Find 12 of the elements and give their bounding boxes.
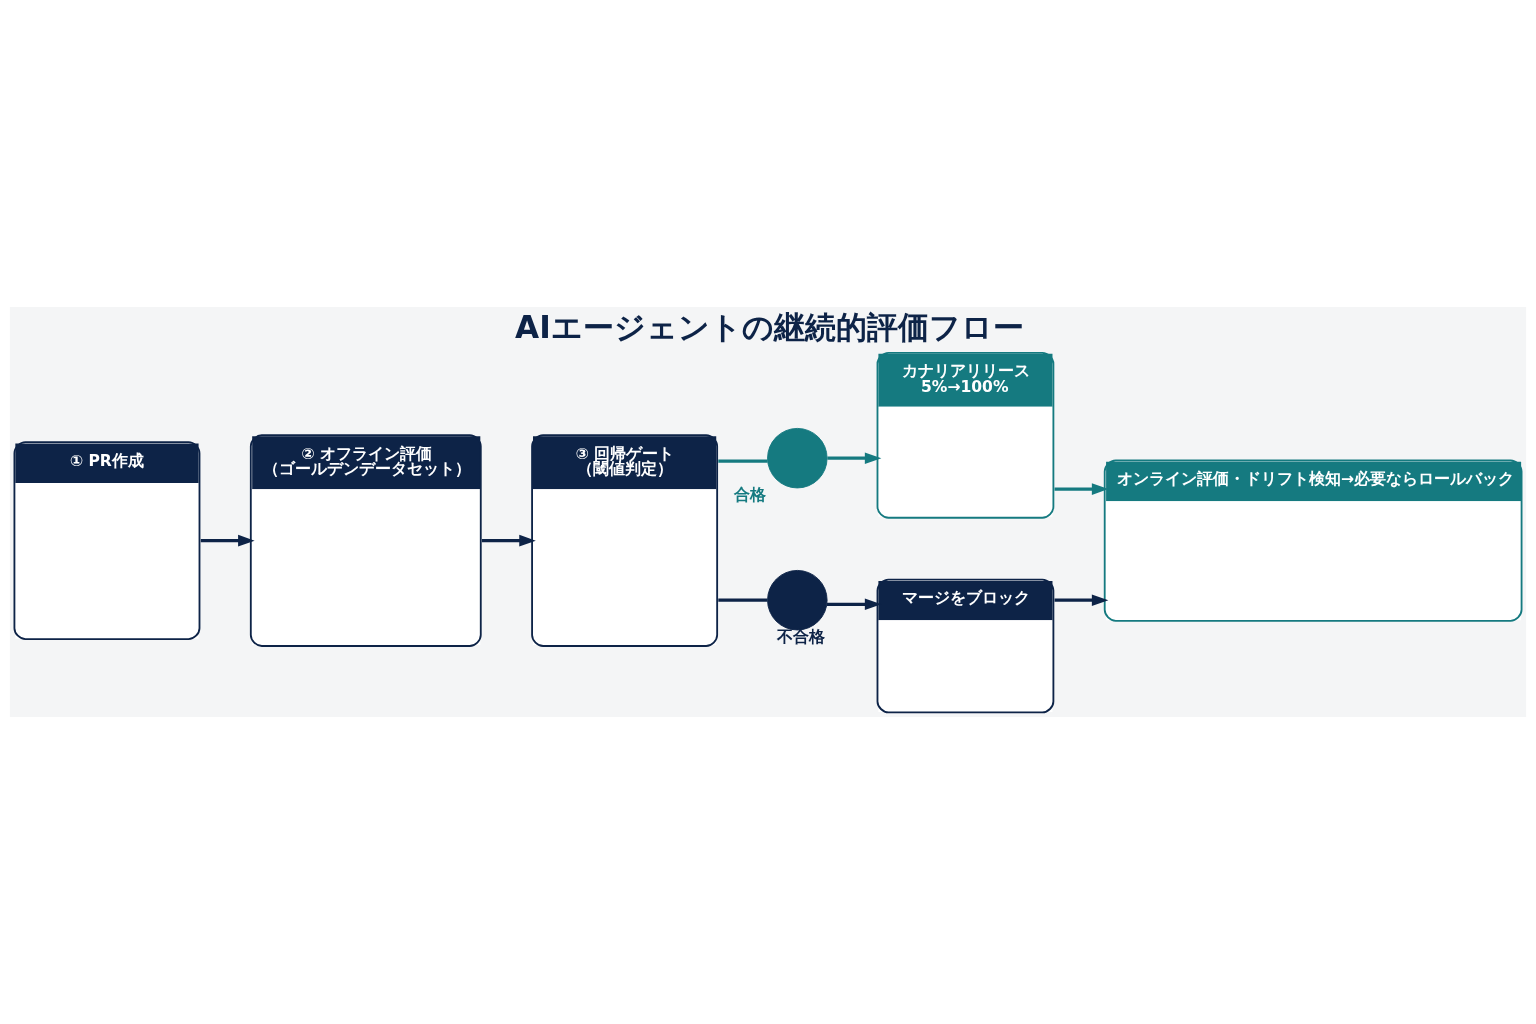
connector	[718, 598, 768, 602]
arrow	[827, 452, 882, 464]
node-label: 不合格	[776, 627, 825, 647]
diagram-title: AIエージェントの継続的評価フロー	[515, 309, 1024, 346]
arrow	[1054, 594, 1109, 606]
arrow	[200, 534, 255, 547]
node-label: 合格	[733, 485, 766, 505]
arrow	[1054, 483, 1109, 495]
arrow	[827, 598, 882, 611]
connector	[718, 459, 768, 463]
arrow	[481, 534, 536, 547]
node-circle	[767, 427, 828, 489]
